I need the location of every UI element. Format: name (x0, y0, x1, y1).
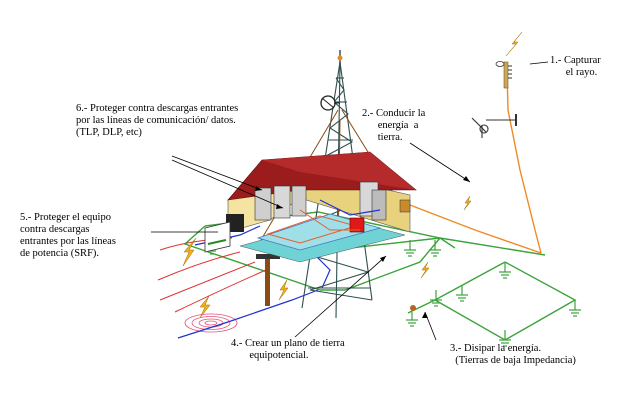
down-conductor (394, 69, 542, 254)
wall-bracket (471, 114, 517, 138)
power-lines (157, 237, 267, 313)
ground-rods (206, 238, 581, 347)
capture-rod (495, 61, 512, 89)
utility-pole (256, 254, 280, 306)
label-dissipate: 3.- Disipar la energía. (Tierras de baja… (450, 343, 576, 366)
label-conduct: 2.- Conducir la energía a tierra. (362, 108, 426, 143)
label-equipotential: 4.- Crear un plano de tierra equipotenci… (231, 338, 345, 361)
mast-tip (337, 55, 343, 61)
label-capture: 1.- Capturar el rayo. (550, 55, 601, 78)
label-data-protection: 6.- Proteger contra descargas entrantes … (76, 103, 239, 138)
ground-rings (184, 313, 238, 333)
ground-test-point (410, 305, 416, 311)
label-power-protection: 5.- Proteger el equipo contra descargas … (20, 212, 116, 259)
pointer-lines (151, 61, 549, 341)
pointer-arrowheads (255, 176, 470, 318)
service-box (204, 221, 231, 253)
house (226, 151, 417, 263)
antenna-dish (320, 95, 340, 111)
